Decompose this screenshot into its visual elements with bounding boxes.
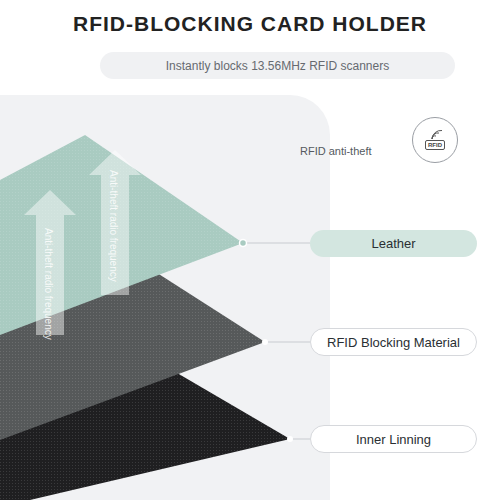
wave-symbol	[430, 130, 444, 140]
subtitle-pill: Instantly blocks 13.56MHz RFID scanners	[100, 52, 455, 79]
arrow-label: Anti-theft radio frequency	[108, 170, 119, 282]
leader-line	[243, 243, 310, 244]
icon-label: RFID anti-theft	[300, 145, 372, 157]
sheet-texture	[0, 135, 243, 335]
leader-dot	[262, 339, 268, 345]
leader-dot	[287, 436, 293, 442]
material-pill: RFID Blocking Material	[310, 328, 477, 356]
diagram-title: RFID-BLOCKING CARD HOLDER	[0, 12, 500, 36]
rfid-icon: RFID	[412, 117, 458, 163]
background-panel	[0, 95, 330, 500]
leader-dot	[240, 240, 247, 247]
icon-text: RFID	[428, 142, 442, 148]
material-pill: Inner Linning	[310, 425, 477, 453]
pill-text: Inner Linning	[356, 432, 431, 447]
pill-text: RFID Blocking Material	[327, 335, 460, 350]
rfid-card: RFID	[425, 140, 445, 150]
leather-sheet	[0, 135, 243, 335]
leader-line	[265, 342, 310, 343]
pill-text: Leather	[371, 236, 415, 251]
arrow-label: Anti-theft radio frequency	[43, 228, 54, 340]
up-arrow	[89, 150, 141, 295]
pill-text: Instantly blocks 13.56MHz RFID scanners	[166, 59, 389, 73]
material-pill: Leather	[310, 230, 477, 257]
